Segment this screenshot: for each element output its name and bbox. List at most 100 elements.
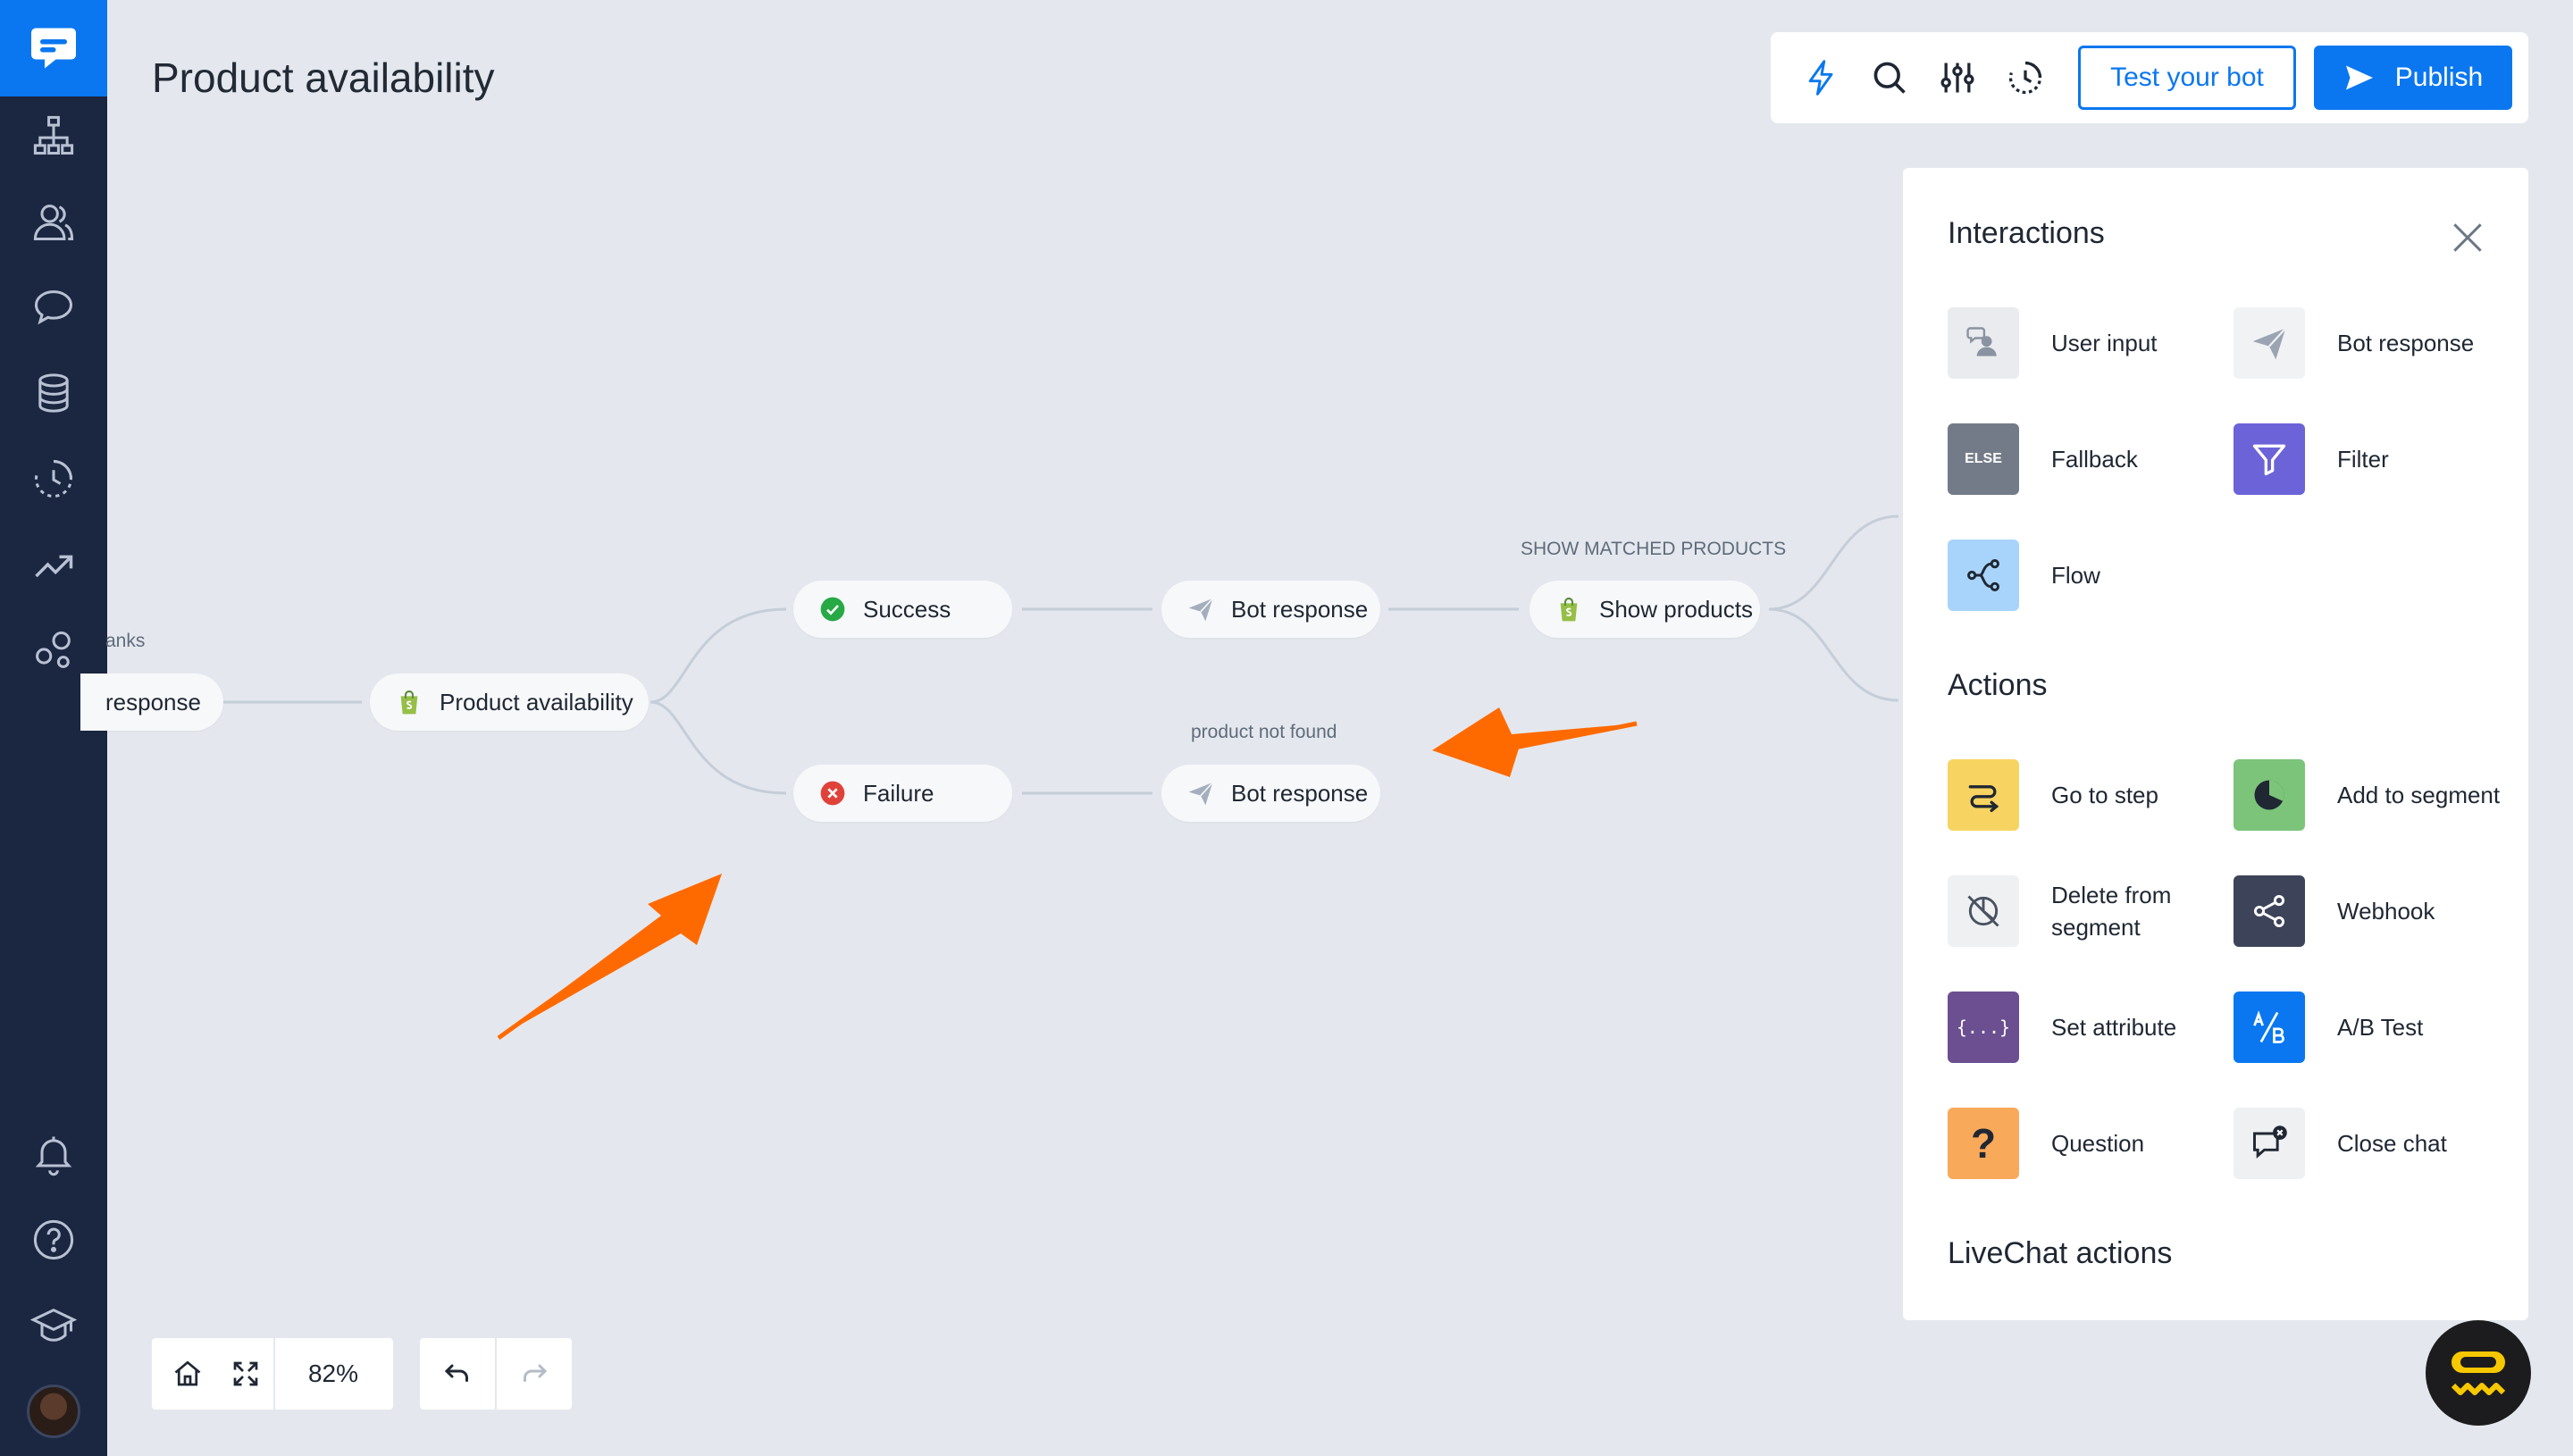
item-label: Fallback bbox=[2051, 445, 2138, 473]
interaction-filter[interactable]: Filter bbox=[2234, 423, 2519, 495]
interactions-heading: Interactions bbox=[1948, 216, 2105, 250]
bell-icon[interactable] bbox=[27, 1127, 80, 1181]
close-chat-icon bbox=[2234, 1108, 2305, 1179]
node-label: Bot response bbox=[1231, 595, 1369, 623]
node-top-label: product not found bbox=[1191, 722, 1337, 742]
check-circle-icon bbox=[820, 597, 845, 622]
error-circle-icon bbox=[820, 781, 845, 806]
product-availability-node[interactable]: Product availability bbox=[370, 674, 649, 731]
show-products-node[interactable]: Show products bbox=[1530, 581, 1760, 638]
item-label: Add to segment bbox=[2337, 781, 2501, 808]
user-input-icon bbox=[1948, 307, 2019, 379]
pie-chart-icon bbox=[2234, 759, 2305, 831]
bot-response-node-bottom[interactable]: Bot response bbox=[1161, 765, 1380, 822]
flow-icon bbox=[1948, 540, 2019, 611]
paper-plane-icon bbox=[1188, 598, 1213, 622]
help-icon[interactable] bbox=[27, 1213, 80, 1267]
publish-label: Publish bbox=[2394, 63, 2484, 92]
history-clock-icon[interactable] bbox=[2003, 55, 2048, 100]
zoom-level[interactable]: 82% bbox=[307, 1360, 359, 1387]
divider bbox=[495, 1338, 497, 1410]
chat-icon[interactable] bbox=[27, 280, 80, 334]
page-title: Product availability bbox=[152, 54, 495, 101]
livechat-actions-heading: LiveChat actions bbox=[1948, 1236, 2173, 1270]
item-label: Filter bbox=[2337, 445, 2389, 473]
paper-plane-icon bbox=[1188, 782, 1213, 806]
node-label: Failure bbox=[863, 779, 934, 807]
ab-test-icon bbox=[2234, 992, 2305, 1063]
annotation-arrow-up bbox=[500, 874, 722, 1036]
zoom-controls: 82% bbox=[152, 1338, 393, 1410]
item-label: User input bbox=[2051, 329, 2158, 356]
sitemap-icon[interactable] bbox=[27, 109, 80, 163]
database-icon[interactable] bbox=[27, 366, 80, 420]
close-icon[interactable] bbox=[2448, 218, 2487, 257]
node-top-label: anks bbox=[105, 631, 146, 651]
interaction-fallback[interactable]: ELSE Fallback bbox=[1948, 423, 2234, 495]
users-icon[interactable] bbox=[27, 195, 80, 248]
lightning-icon[interactable] bbox=[1799, 55, 1844, 100]
item-label: Question bbox=[2051, 1129, 2145, 1157]
item-label: Close chat bbox=[2337, 1129, 2447, 1157]
item-label: Set attribute bbox=[2051, 1013, 2177, 1041]
action-ab-test[interactable]: A/B Test bbox=[2234, 992, 2519, 1063]
interactions-panel: Interactions User input Bot response ELS… bbox=[1903, 168, 2528, 1320]
interaction-bot-response[interactable]: Bot response bbox=[2234, 307, 2519, 379]
item-label: Flow bbox=[2051, 561, 2100, 589]
left-response-node[interactable]: response bbox=[80, 674, 223, 731]
send-icon bbox=[2345, 65, 2373, 90]
action-delete-from-segment[interactable]: Delete from segment bbox=[1948, 875, 2234, 947]
item-label: Webhook bbox=[2337, 897, 2435, 925]
item-label: Go to step bbox=[2051, 781, 2158, 808]
history-icon[interactable] bbox=[27, 452, 80, 506]
item-label: Bot response bbox=[2337, 329, 2475, 356]
delete-segment-icon bbox=[1948, 875, 2019, 947]
share-icon bbox=[2234, 875, 2305, 947]
home-icon[interactable] bbox=[152, 1338, 223, 1410]
else-icon: ELSE bbox=[1948, 423, 2019, 495]
shopify-bag-icon bbox=[400, 690, 418, 715]
sliders-icon[interactable] bbox=[1935, 55, 1980, 100]
paper-plane-icon bbox=[2234, 307, 2305, 379]
search-icon[interactable] bbox=[1867, 55, 1912, 100]
undo-icon[interactable] bbox=[420, 1338, 495, 1410]
interaction-flow[interactable]: Flow bbox=[1948, 540, 2234, 611]
redo-icon[interactable] bbox=[497, 1338, 572, 1410]
action-set-attribute[interactable]: {...} Set attribute bbox=[1948, 992, 2234, 1063]
app-logo[interactable] bbox=[0, 0, 107, 96]
success-node[interactable]: Success bbox=[793, 581, 1012, 638]
trending-icon[interactable] bbox=[27, 538, 80, 591]
action-add-to-segment[interactable]: Add to segment bbox=[2234, 759, 2519, 831]
node-top-label: SHOW MATCHED PRODUCTS bbox=[1521, 539, 1787, 559]
chat-widget-icon bbox=[2448, 1348, 2509, 1395]
fit-screen-icon[interactable] bbox=[223, 1338, 268, 1410]
go-to-step-icon bbox=[1948, 759, 2019, 831]
bubbles-icon[interactable] bbox=[27, 623, 80, 677]
interaction-user-input[interactable]: User input bbox=[1948, 307, 2234, 379]
avatar[interactable] bbox=[27, 1385, 80, 1438]
actions-heading: Actions bbox=[1948, 668, 2048, 702]
braces-icon: {...} bbox=[1948, 992, 2019, 1063]
publish-button[interactable]: Publish bbox=[2314, 46, 2512, 110]
divider bbox=[273, 1338, 275, 1410]
item-label: A/B Test bbox=[2337, 1013, 2424, 1041]
node-label: Bot response bbox=[1231, 779, 1369, 807]
action-close-chat[interactable]: Close chat bbox=[2234, 1108, 2519, 1179]
filter-icon bbox=[2234, 423, 2305, 495]
failure-node[interactable]: Failure bbox=[793, 765, 1012, 822]
node-label: response bbox=[105, 688, 201, 715]
bot-response-node-top[interactable]: Bot response bbox=[1161, 581, 1380, 638]
node-label: Success bbox=[863, 595, 951, 623]
action-go-to-step[interactable]: Go to step bbox=[1948, 759, 2234, 831]
shopify-bag-icon bbox=[1560, 597, 1578, 622]
graduation-cap-icon[interactable] bbox=[27, 1299, 80, 1352]
chat-logo-icon bbox=[31, 28, 76, 69]
chat-widget-button[interactable] bbox=[2426, 1320, 2531, 1426]
test-your-bot-button[interactable]: Test your bot bbox=[2078, 46, 2296, 110]
action-webhook[interactable]: Webhook bbox=[2234, 875, 2519, 947]
toolbar: Test your bot Publish bbox=[1771, 32, 2528, 123]
action-question[interactable]: ? Question bbox=[1948, 1108, 2234, 1179]
annotation-arrow-left bbox=[1432, 707, 1637, 777]
node-label: Product availability bbox=[440, 688, 633, 715]
question-icon: ? bbox=[1948, 1108, 2019, 1179]
